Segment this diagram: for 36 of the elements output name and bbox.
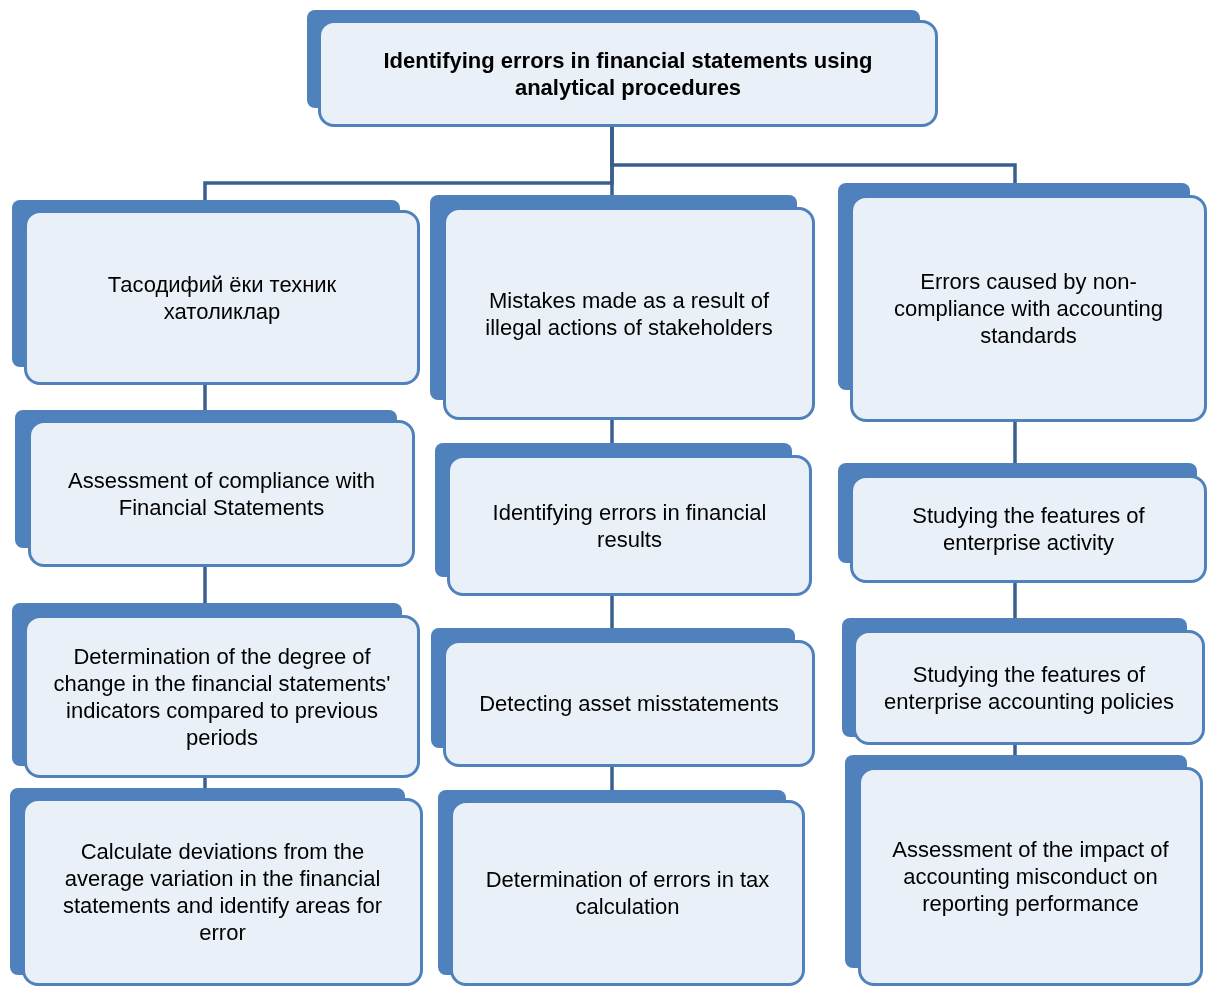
process-box	[842, 618, 1205, 745]
process-box	[10, 788, 423, 986]
connector-line	[203, 567, 207, 603]
process-box	[838, 463, 1207, 583]
box-text: Studying the features of enterprise accounting policies	[883, 660, 1175, 715]
connector-line	[1013, 745, 1017, 755]
box-text: Assessment of compliance with Financial Statements	[67, 466, 376, 521]
connector-line	[1013, 422, 1017, 463]
process-box	[438, 790, 805, 986]
connector-line	[610, 596, 614, 628]
box-text: Detecting asset misstatements	[478, 690, 780, 717]
process-box	[845, 755, 1203, 986]
box-text: Identifying errors in financial results	[491, 498, 768, 553]
process-box	[435, 443, 812, 596]
box-text: Determination of errors in tax calculation	[484, 866, 771, 920]
process-box	[838, 183, 1207, 422]
box-text: Studying the features of enterprise activity	[911, 502, 1146, 556]
box-text: Тасодифий ёки техник хатоликлар	[106, 270, 338, 325]
box-text: Determination of the degree of change in the financial statements' indicators compared to previous periods	[52, 642, 392, 751]
title-box	[307, 10, 938, 127]
box-text: Errors caused by non-compliance with accounting standards	[892, 268, 1164, 349]
connector-line	[610, 767, 614, 790]
box-text: Calculate deviations from the average variation in the financial statements and identify areas for error	[61, 838, 384, 946]
connector-line	[1013, 583, 1017, 618]
title-text: Identifying errors in financial statements using analytical procedures	[382, 46, 874, 101]
box-text: Mistakes made as a result of illegal actions of stakeholders	[484, 286, 774, 341]
connector-line	[610, 420, 614, 443]
connector-line	[203, 385, 207, 410]
process-box	[12, 603, 420, 778]
process-box	[430, 195, 815, 420]
connector-line	[203, 778, 207, 788]
process-box	[15, 410, 415, 567]
process-box	[431, 628, 815, 767]
process-box	[12, 200, 420, 385]
box-text: Assessment of the impact of accounting misconduct on reporting performance	[891, 836, 1170, 917]
connector-line	[610, 127, 1017, 183]
